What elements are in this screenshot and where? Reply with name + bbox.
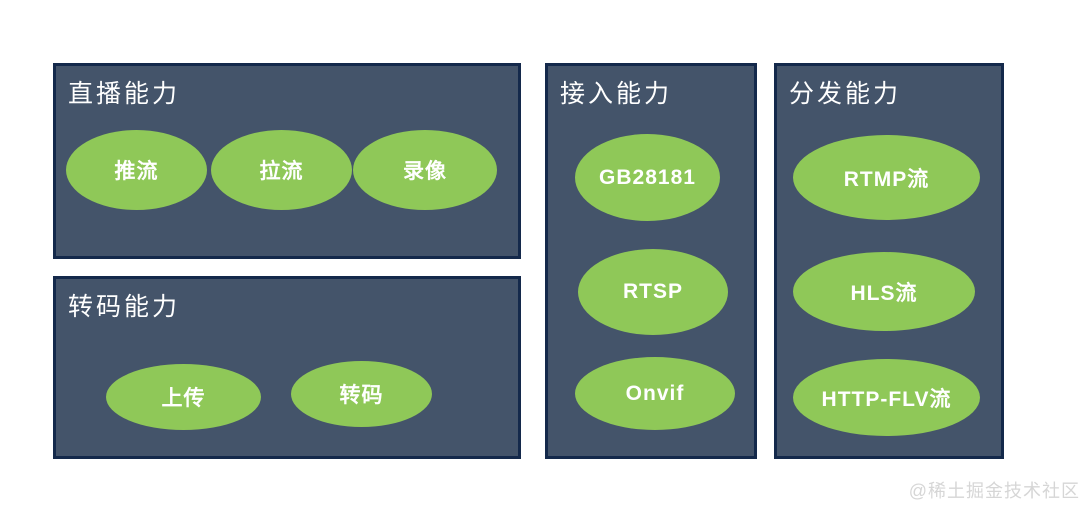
- bubble-http-flv-stream: HTTP-FLV流: [793, 359, 980, 436]
- bubble-transcode-label: 转码: [339, 384, 384, 407]
- bubble-onvif: Onvif: [575, 357, 735, 430]
- bubble-hls-stream-label: HLS流: [850, 281, 918, 305]
- bubble-rtmp-stream-label: RTMP流: [843, 167, 930, 191]
- panel-distribute-capability: 分发能力 RTMP流 HLS流 HTTP-FLV流: [774, 63, 1004, 459]
- bubble-recording: 录像: [353, 130, 497, 210]
- bubble-rtsp-label: RTSP: [622, 280, 683, 303]
- panel-transcode-capability: 转码能力 上传 转码: [53, 276, 521, 459]
- bubble-gb28181-label: GB28181: [599, 165, 696, 189]
- bubble-onvif-label: Onvif: [625, 381, 685, 405]
- panel-transcode-title: 转码能力: [68, 293, 181, 321]
- panel-distribute-title: 分发能力: [789, 80, 902, 108]
- bubble-push-stream-label: 推流: [114, 160, 159, 183]
- bubble-pull-stream: 拉流: [211, 130, 352, 210]
- panel-access-title: 接入能力: [560, 80, 673, 108]
- bubble-rtmp-stream: RTMP流: [793, 135, 980, 220]
- panel-live-capability: 直播能力 推流 拉流 录像: [53, 63, 521, 259]
- bubble-recording-label: 录像: [403, 160, 447, 183]
- watermark: @稀土掘金技术社区: [908, 481, 1080, 501]
- bubble-push-stream: 推流: [66, 130, 207, 210]
- bubble-rtsp: RTSP: [578, 249, 728, 335]
- bubble-pull-stream-label: 拉流: [259, 160, 304, 183]
- bubble-gb28181: GB28181: [575, 134, 720, 221]
- panel-live-title: 直播能力: [68, 80, 181, 108]
- panel-access-capability: 接入能力 GB28181 RTSP Onvif: [545, 63, 757, 459]
- bubble-transcode: 转码: [291, 361, 432, 427]
- bubble-upload: 上传: [106, 364, 261, 430]
- bubble-upload-label: 上传: [161, 387, 206, 410]
- bubble-hls-stream: HLS流: [793, 252, 975, 331]
- bubble-http-flv-stream-label: HTTP-FLV流: [821, 387, 952, 411]
